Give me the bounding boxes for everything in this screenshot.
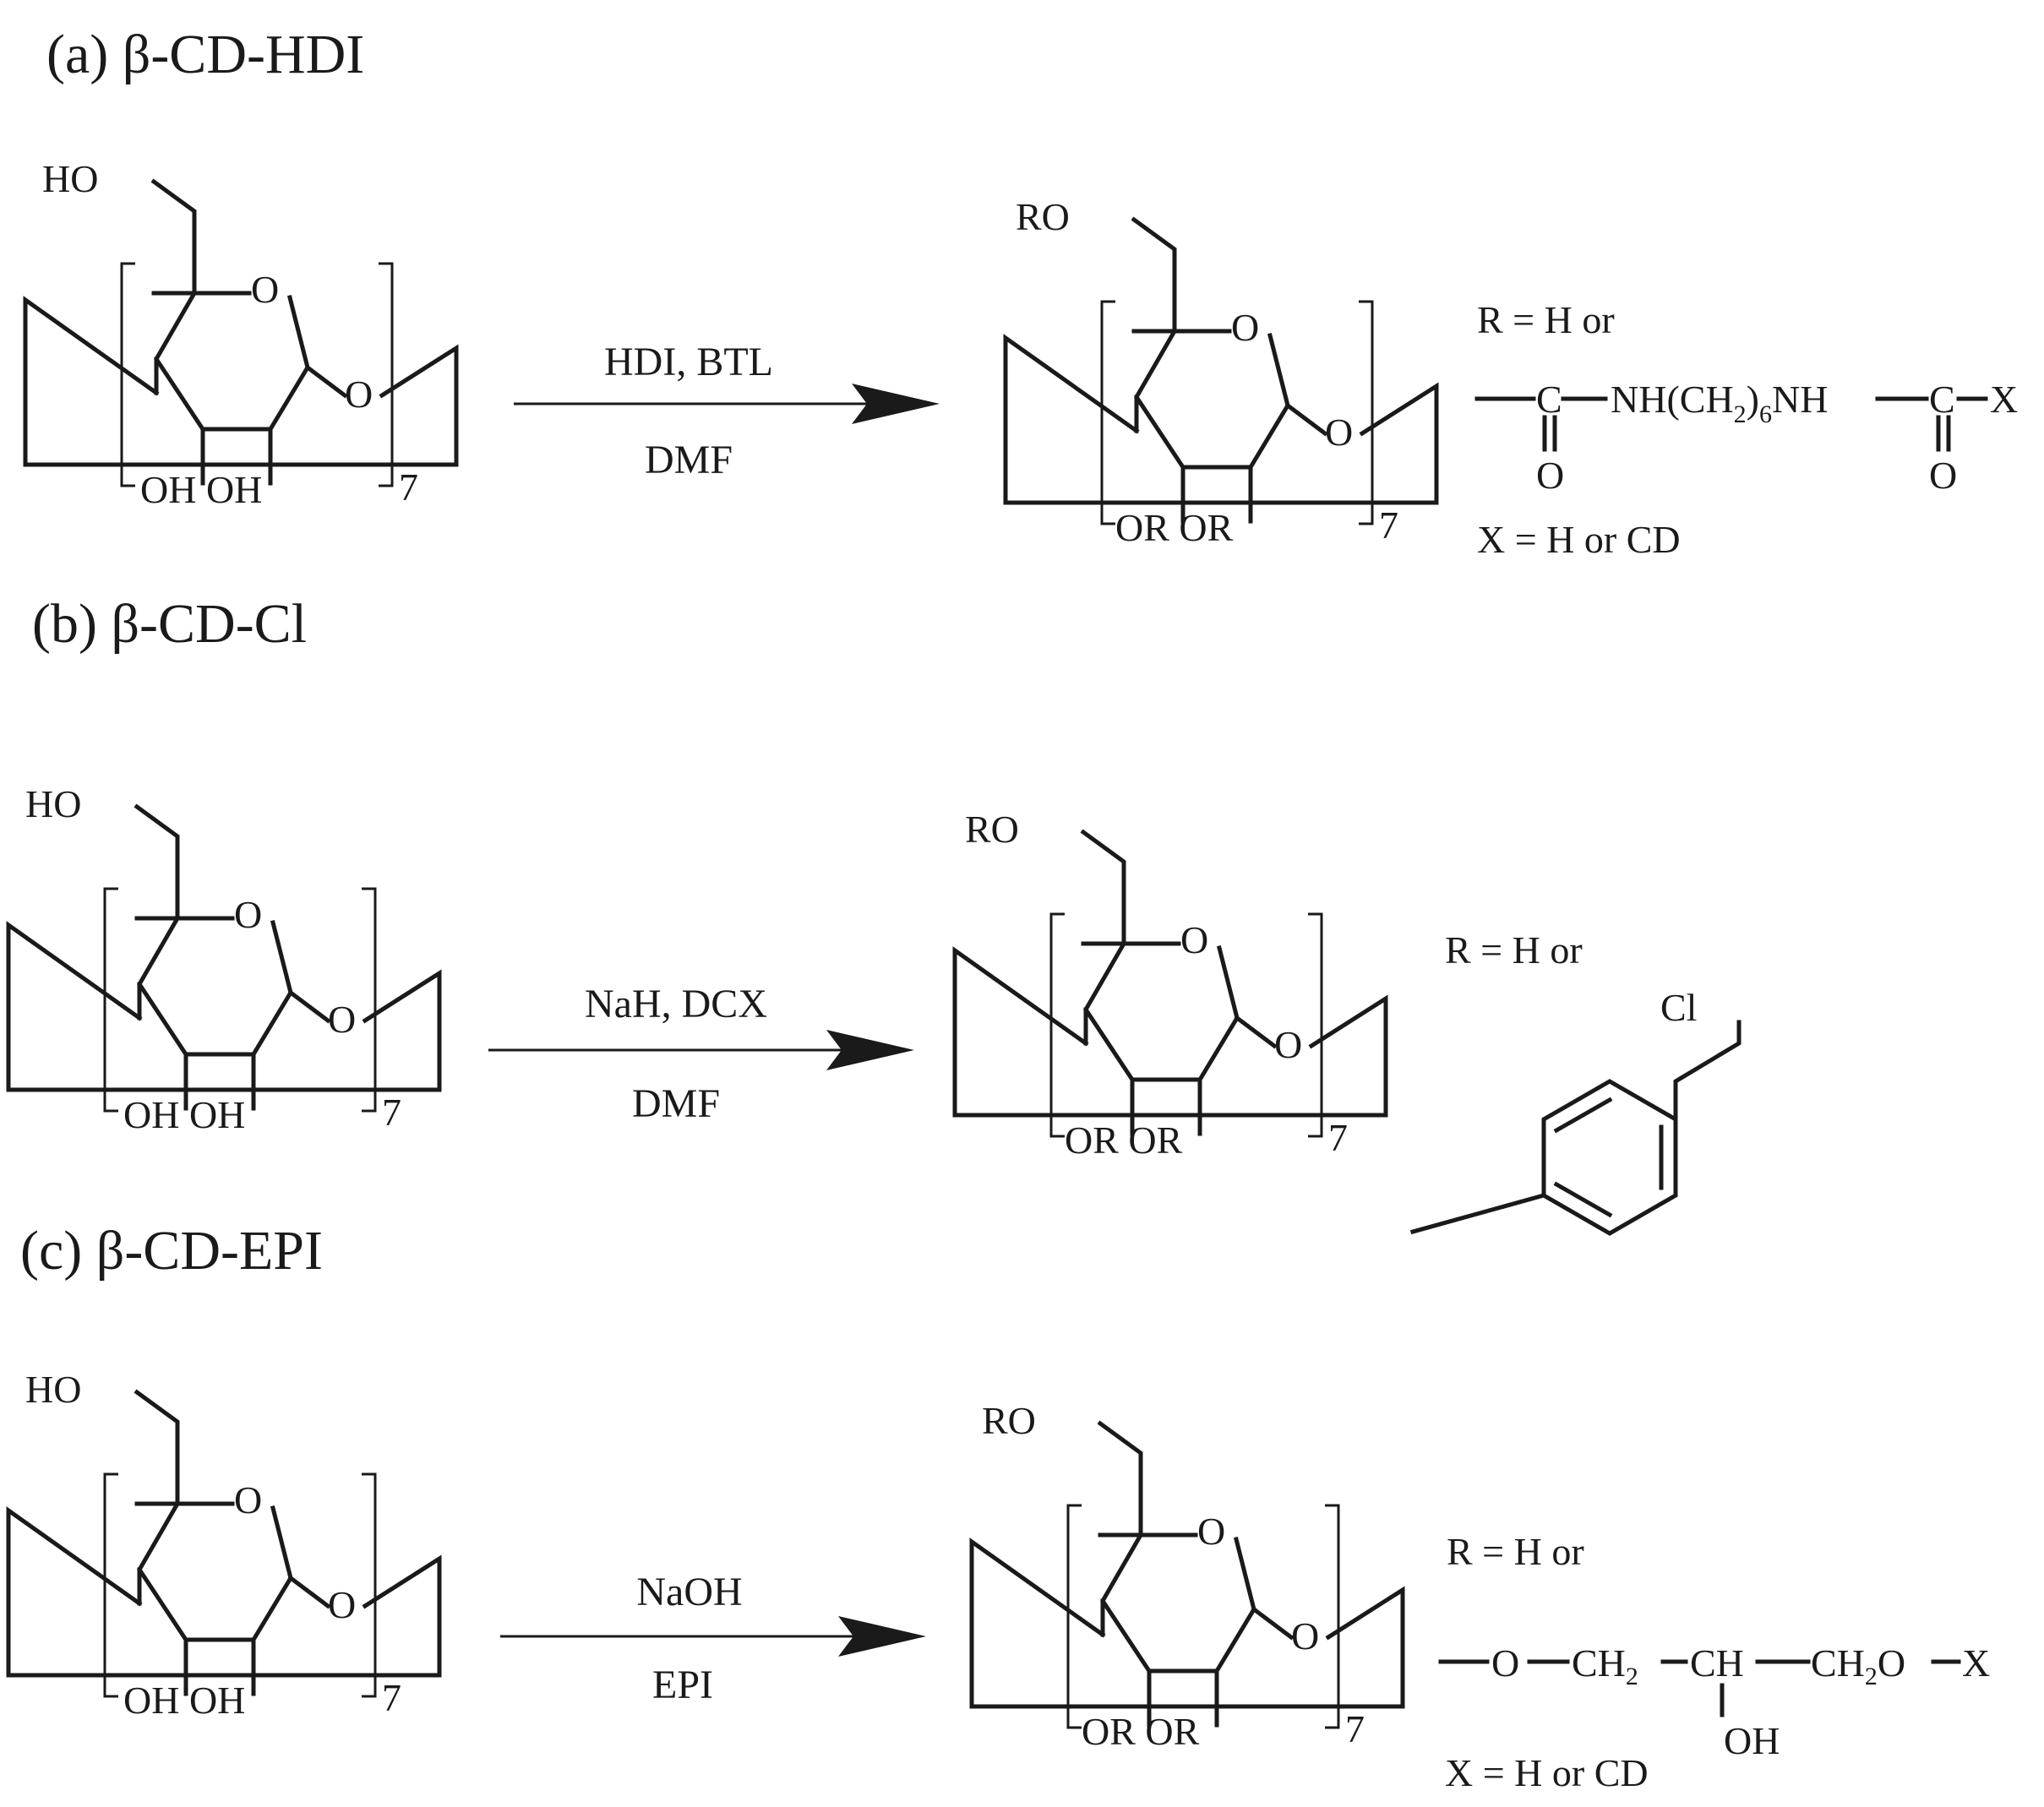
product-b-link-o: O [1274, 1023, 1302, 1066]
reactant-b-ring-o: O [234, 893, 262, 936]
ch2o-group: CH2O [1811, 1641, 1905, 1690]
reaction-arrow-a: HDI, BTL DMF [514, 340, 940, 482]
hydroxyl-label: OH [1724, 1719, 1780, 1762]
reactant-b-bottom-label: OH OH [123, 1093, 245, 1136]
x-definition-a: X = H or CD [1477, 518, 1681, 561]
reagent-a-bottom: DMF [645, 438, 733, 482]
r-definition-b: R = H or [1445, 928, 1583, 972]
reactant-a-link-o: O [345, 373, 373, 416]
reagent-a-top: HDI, BTL [604, 340, 773, 384]
cd-unit-structure [8, 1392, 439, 1696]
ch2-group-1: CH2 [1572, 1641, 1638, 1690]
section-c-title: (c) β-CD-EPI [20, 1220, 323, 1282]
reactant-c-bottom-label: OH OH [123, 1679, 245, 1722]
product-a-link-o: O [1325, 411, 1353, 454]
ch-group: CH [1690, 1641, 1744, 1685]
reactant-b-link-o: O [328, 998, 356, 1041]
end-group-x-c: X [1962, 1641, 1990, 1685]
reactant-a-top-label: HO [42, 157, 98, 200]
reactant-a-ring-o: O [251, 268, 279, 311]
carbonyl-c-2: C [1929, 378, 1955, 421]
product-c-top-label: RO [982, 1399, 1036, 1442]
product-c-bottom-label: OR OR [1082, 1710, 1200, 1753]
product-a-ring-o: O [1231, 306, 1259, 349]
product-c: RO O O OR OR 7 [972, 1399, 1403, 1753]
product-a: RO O O OR OR 7 [1006, 195, 1436, 549]
reactant-c-link-o: O [328, 1583, 356, 1626]
carbonyl-c-1: C [1536, 378, 1562, 421]
r-definition-a: R = H or [1477, 298, 1615, 341]
cd-unit-structure [25, 182, 456, 486]
section-b: (b) β-CD-Cl HO O O OH OH 7 NaH, DCX DMF … [8, 593, 1741, 1236]
reactant-c: HO O O OH OH 7 [8, 1368, 439, 1722]
ether-o: O [1491, 1641, 1519, 1685]
product-c-link-o: O [1291, 1614, 1319, 1657]
section-a: (a) β-CD-HDI HO O O OH OH 7 HDI, BTL DMF… [25, 24, 2018, 561]
product-b: RO O O OR OR 7 [955, 808, 1386, 1162]
hdi-chain: NH(CH2)6NH [1611, 378, 1828, 428]
reactant-b-top-label: HO [25, 782, 81, 825]
substituent-b-benzyl-chloride: Cl [1409, 986, 1741, 1236]
product-a-bottom-label: OR OR [1115, 506, 1234, 549]
product-b-ring-o: O [1180, 918, 1208, 961]
reactant-a: HO O O OH OH 7 [25, 157, 456, 511]
carbonyl-o-2: O [1929, 454, 1957, 497]
reactant-a-bottom-label: OH OH [140, 468, 262, 511]
product-c-ring-o: O [1197, 1510, 1225, 1553]
reactant-c-repeat-count: 7 [382, 1676, 401, 1719]
product-b-bottom-label: OR OR [1065, 1118, 1183, 1162]
product-a-repeat-count: 7 [1379, 503, 1398, 547]
reagent-b-bottom: DMF [632, 1081, 720, 1126]
section-b-title: (b) β-CD-Cl [32, 593, 307, 655]
reactant-a-repeat-count: 7 [399, 465, 418, 509]
product-c-repeat-count: 7 [1345, 1707, 1365, 1750]
product-a-top-label: RO [1016, 195, 1070, 238]
product-b-repeat-count: 7 [1328, 1116, 1348, 1159]
reagent-c-top: NaOH [636, 1570, 742, 1614]
reaction-arrow-c: NaOH EPI [500, 1570, 926, 1707]
cd-unit-structure [1006, 220, 1436, 524]
x-definition-c: X = H or CD [1445, 1751, 1649, 1794]
reagent-c-bottom: EPI [652, 1663, 713, 1707]
cd-unit-structure [8, 807, 439, 1111]
reactant-b-repeat-count: 7 [382, 1091, 401, 1134]
product-b-top-label: RO [965, 808, 1019, 851]
cd-unit-structure [972, 1423, 1403, 1728]
reactant-c-top-label: HO [25, 1368, 81, 1411]
end-group-x-a: X [1990, 378, 2018, 421]
cd-unit-structure [955, 832, 1386, 1136]
substituent-c: O CH2 CH CH2O X OH [1438, 1641, 1990, 1762]
reaction-arrow-b: NaH, DCX DMF [488, 982, 914, 1126]
r-definition-c: R = H or [1447, 1530, 1584, 1573]
substituent-a: C NH(CH2)6NH C X O O [1474, 378, 2018, 497]
reactant-b: HO O O OH OH 7 [8, 782, 439, 1136]
carbonyl-o-1: O [1536, 454, 1564, 497]
section-a-title: (a) β-CD-HDI [46, 24, 364, 85]
reactant-c-ring-o: O [234, 1478, 262, 1521]
chlorine-label: Cl [1660, 986, 1697, 1029]
section-c: (c) β-CD-EPI HO O O OH OH 7 NaOH EPI RO … [8, 1220, 1990, 1794]
reagent-b-top: NaH, DCX [585, 982, 767, 1026]
